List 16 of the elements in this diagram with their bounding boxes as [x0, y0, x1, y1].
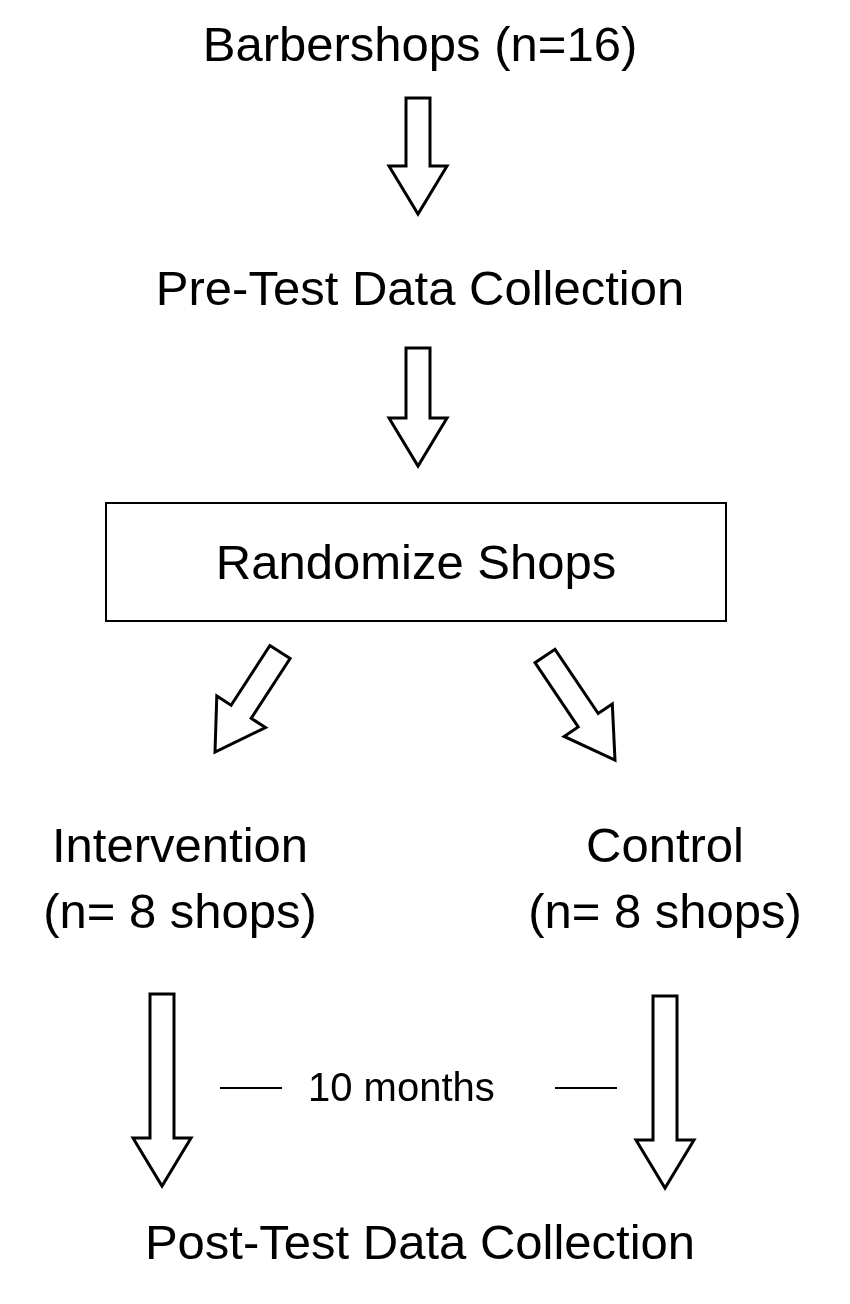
hollow-arrow [633, 994, 697, 1191]
hollow-arrow [213, 643, 293, 755]
node-text: Intervention [51, 817, 309, 874]
node-text: (n= 8 shops) [528, 883, 802, 941]
hollow-arrow [386, 346, 450, 469]
process-box [105, 502, 727, 622]
node-text: Barbershops (n=16) [202, 15, 638, 73]
node-text: Randomize Shops [215, 533, 617, 591]
node-text: Pre-Test Data Collection [155, 259, 685, 317]
node-text: Post-Test Data Collection [144, 1213, 696, 1271]
hollow-arrow [532, 647, 617, 763]
hollow-arrow [130, 992, 194, 1189]
hollow-arrow [386, 96, 450, 217]
duration-label: 10 months [308, 1064, 495, 1111]
node-text: (n= 8 shops) [43, 883, 317, 941]
node-text: Control [586, 817, 744, 874]
